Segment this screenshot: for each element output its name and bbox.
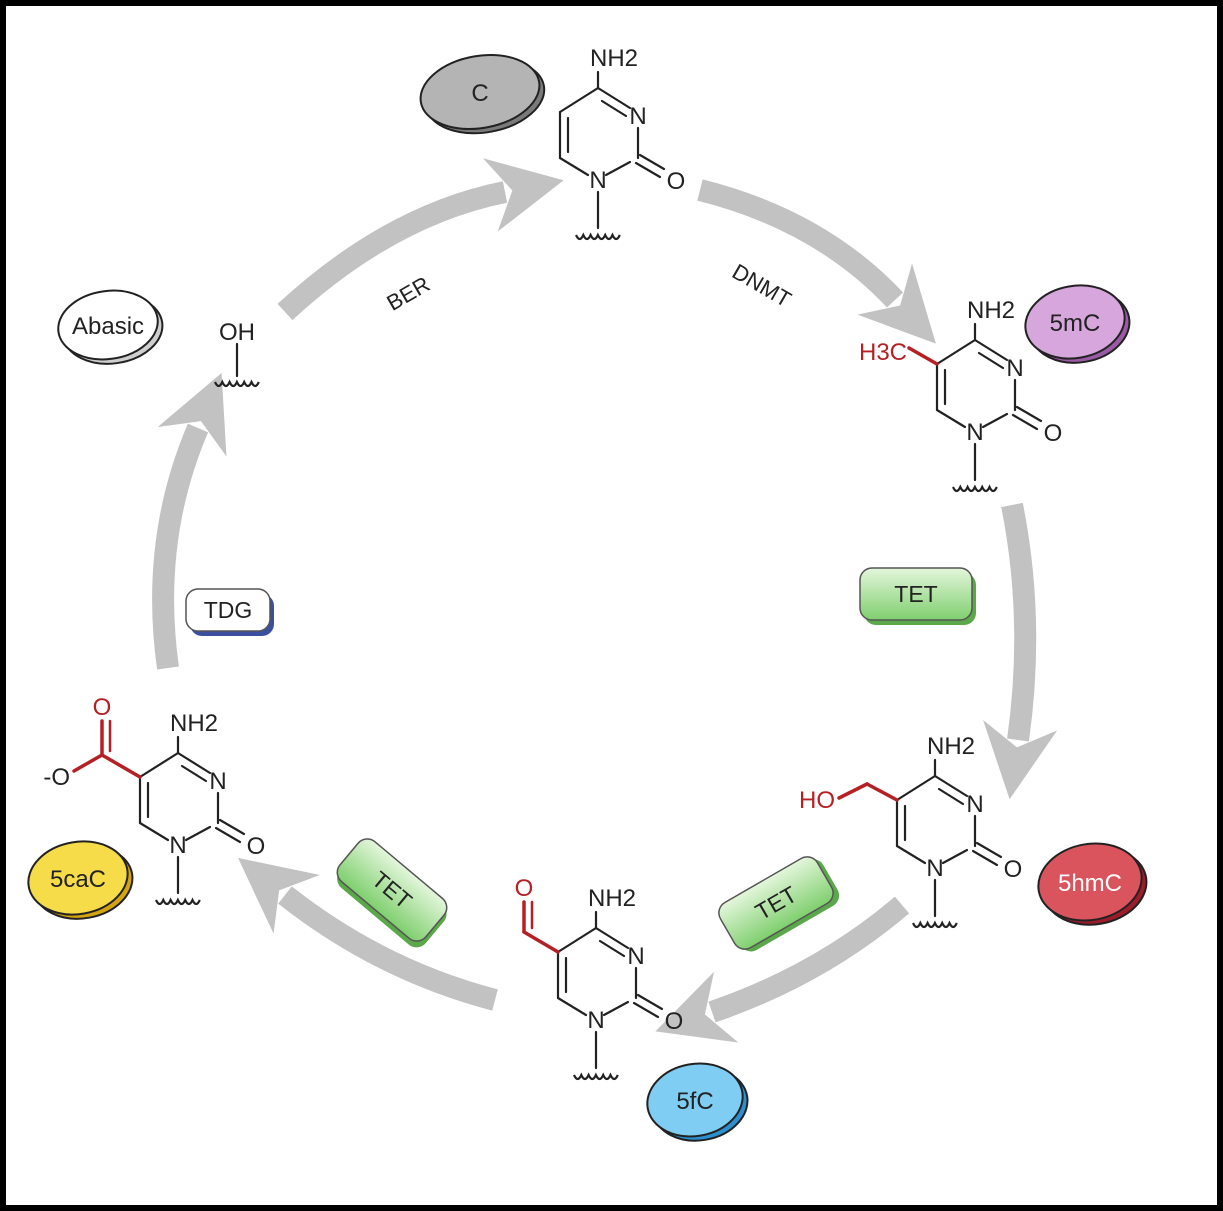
ring-nitrogen-label: N <box>587 1007 604 1034</box>
badge-label: Abasic <box>72 313 144 340</box>
badge-abasic: Abasic <box>57 289 164 365</box>
badge-cac: 5caC <box>27 840 134 920</box>
badge-label: 5mC <box>1050 310 1101 337</box>
formyl-oxygen-label: O <box>515 875 534 902</box>
enzyme-tet-2: TET <box>718 856 840 952</box>
arrow-tet-1 <box>983 502 1058 800</box>
ring-nitrogen-label: N <box>966 791 983 818</box>
ring-nitrogen-label: N <box>629 103 646 130</box>
ring-nitrogen-label: N <box>169 832 186 859</box>
badge-hmc: 5hmC <box>1037 842 1148 926</box>
hydroxyl-label: HO <box>799 787 835 814</box>
arrow-tdg <box>152 372 227 670</box>
badge-label: 5hmC <box>1058 870 1122 897</box>
enzyme-tet-3: TET <box>336 838 448 948</box>
molecule-abasic: OH <box>214 319 260 388</box>
badge-mc: 5mC <box>1024 284 1131 364</box>
ring-nitrogen-label: N <box>627 943 644 970</box>
ring-nitrogen-label: N <box>209 768 226 795</box>
enzyme-label: TDG <box>204 597 253 623</box>
ring-nitrogen-label: N <box>589 167 606 194</box>
badge-c: C <box>419 54 546 135</box>
carbonyl-oxygen-label: O <box>665 1008 684 1035</box>
ring-nitrogen-label: N <box>966 419 983 446</box>
amine-label: NH2 <box>588 885 636 912</box>
badge-label: C <box>471 80 488 107</box>
enzyme-tdg: TDG <box>185 588 274 636</box>
carbonyl-oxygen-label: O <box>247 833 266 860</box>
carbonyl-oxygen-label: O <box>1044 420 1063 447</box>
arrow-tet-3 <box>238 857 498 1011</box>
enzyme-tet-1: TET <box>859 567 976 625</box>
arrow-tet-2 <box>655 896 910 1043</box>
ring-nitrogen-label: N <box>1006 355 1023 382</box>
enzyme-ber-label: BER <box>382 271 434 315</box>
carbonyl-oxygen-label: O <box>1004 856 1023 883</box>
badge-fc: 5fC <box>646 1062 749 1142</box>
enzyme-label: TET <box>894 581 937 607</box>
amine-label: NH2 <box>967 297 1015 324</box>
amine-label: NH2 <box>590 45 638 72</box>
badge-label: 5fC <box>676 1088 713 1115</box>
carboxylate-oxygen-label: -O <box>43 764 70 791</box>
hydroxyl-label: OH <box>219 319 255 346</box>
carboxyl-oxygen-label: O <box>93 694 112 721</box>
badge-label: 5caC <box>50 866 106 893</box>
arrow-ber <box>277 158 564 321</box>
carbonyl-oxygen-label: O <box>667 168 686 195</box>
methyl-label: H3C <box>859 339 907 366</box>
amine-label: NH2 <box>170 710 218 737</box>
amine-label: NH2 <box>927 733 975 760</box>
ring-nitrogen-label: N <box>926 855 943 882</box>
molecule-c: N N O NH2 <box>558 45 686 241</box>
enzyme-dnmt-label: DNMT <box>728 259 796 312</box>
arrow-dnmt <box>697 179 936 344</box>
